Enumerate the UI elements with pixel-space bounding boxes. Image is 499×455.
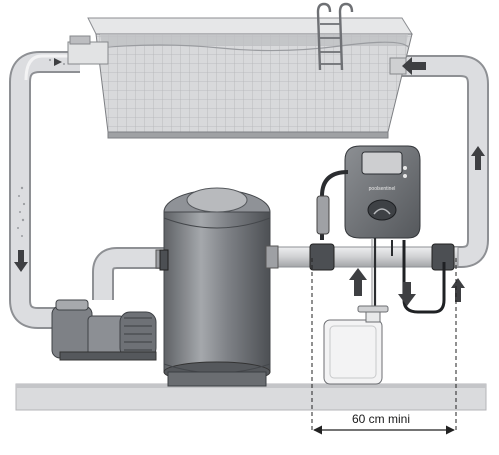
pool-ladder [316,2,354,71]
sand-filter-tank [155,187,279,387]
device-brand-text: poolsentinel [369,186,396,192]
swimming-pool [67,17,413,139]
pipe-fittings [159,243,455,271]
left-suction-pipe [9,51,80,329]
display-screen-icon [361,151,403,175]
distance-dimension [311,258,457,435]
main-horizontal-pipe [267,246,459,268]
floor-slab [15,383,487,411]
pump-to-filter-pipe [92,247,170,300]
flow-arrow-icon [14,57,485,306]
dimension-label: 60 cm mini [351,412,410,426]
sensor-probe-lines [371,238,446,316]
pool-pump [51,299,157,361]
chemical-canister [323,305,389,385]
chlorinator-control-unit: poolsentinel [316,145,421,240]
